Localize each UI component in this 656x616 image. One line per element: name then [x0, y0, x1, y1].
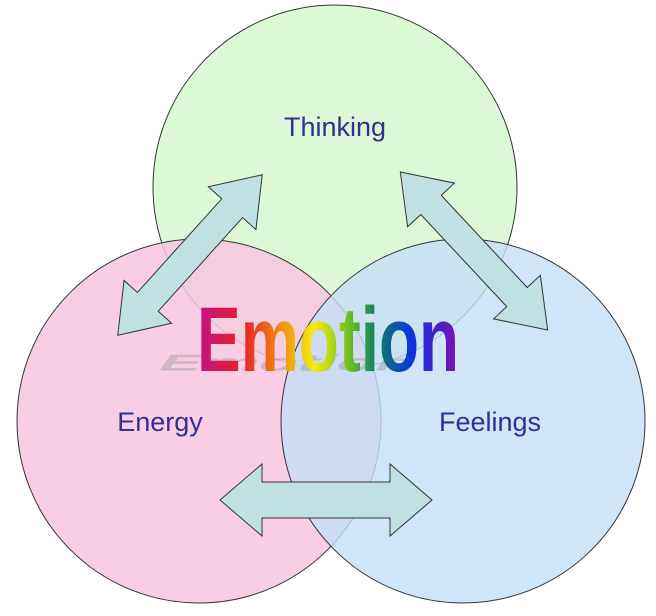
double-arrow-energy-feelings	[219, 462, 433, 538]
label-feelings: Feelings	[439, 407, 541, 437]
emotion-title-shadow: Emotion	[152, 350, 425, 376]
emotion-title: Emotion	[197, 289, 459, 391]
double-arrow-thinking-energy	[117, 174, 263, 336]
double-arrow-thinking-feelings	[399, 171, 549, 331]
label-thinking: Thinking	[284, 112, 386, 142]
label-energy: Energy	[117, 407, 203, 437]
